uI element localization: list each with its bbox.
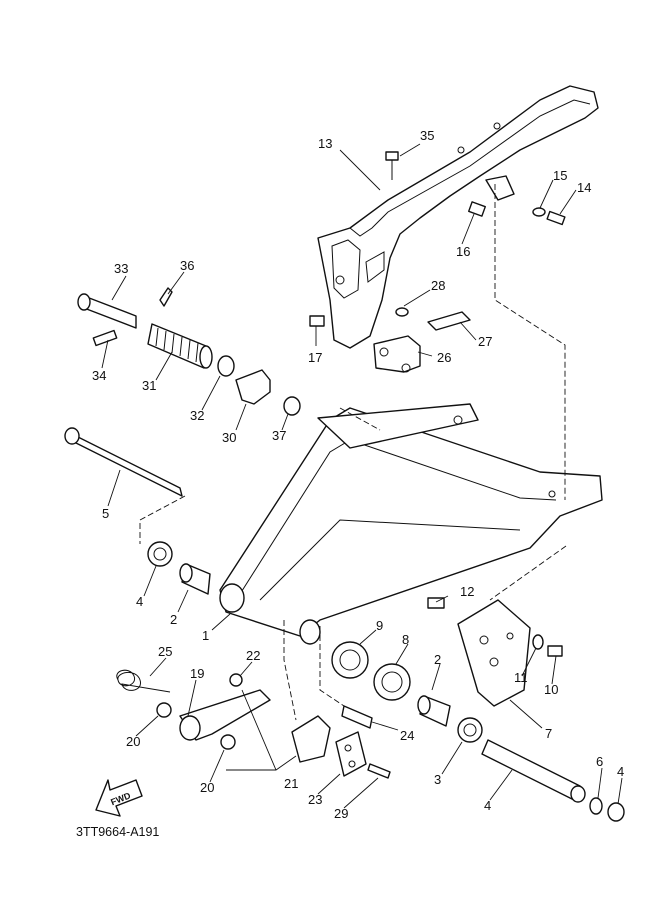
arm-19 xyxy=(179,689,271,741)
chain-case-part xyxy=(317,85,599,349)
callout-2-left: 2 xyxy=(170,612,177,627)
fwd-arrow-icon: FWD xyxy=(95,779,143,817)
callout-12: 11 xyxy=(514,670,528,685)
ref-line-3 xyxy=(489,545,567,601)
spring-26 xyxy=(116,669,171,693)
ref-line-4 xyxy=(319,626,345,707)
callout-24: 29 xyxy=(334,806,348,821)
bolt-30 xyxy=(385,151,399,180)
callout-4-right: 3 xyxy=(434,772,441,787)
callout-37: 37 xyxy=(272,428,286,443)
callout-23: 22 xyxy=(246,648,260,663)
callout-32: 31 xyxy=(142,378,156,393)
callout-30: 35 xyxy=(420,128,434,143)
callout-1: 1 xyxy=(202,628,209,643)
callout-20-lower: 20 xyxy=(200,780,214,795)
bushing-2-right xyxy=(417,695,451,727)
screw-15 xyxy=(546,210,566,226)
washer-20-upper xyxy=(156,702,172,718)
bracket-10 xyxy=(457,599,531,707)
nut-37 xyxy=(283,396,301,416)
callout-27: 26 xyxy=(437,350,451,365)
callout-10: 7 xyxy=(545,726,552,741)
bolt-25 xyxy=(341,705,373,729)
washer-20-lower xyxy=(220,734,236,750)
drawing-code: 3TT9664-A191 xyxy=(76,825,159,839)
washer-12 xyxy=(532,634,544,650)
ref-line-5 xyxy=(283,620,297,721)
footrest-pin-34 xyxy=(77,293,137,329)
callout-5: 5 xyxy=(102,506,109,521)
callout-13: 12 xyxy=(460,584,474,599)
callout-29: 28 xyxy=(431,278,445,293)
callout-11: 10 xyxy=(544,682,558,697)
callout-2-right: 2 xyxy=(434,652,441,667)
bolt-17 xyxy=(468,201,486,217)
block-21 xyxy=(291,715,331,763)
clamp-27 xyxy=(373,335,421,373)
callout-36: 36 xyxy=(180,258,194,273)
bearing-9 xyxy=(331,641,369,679)
bolt-18 xyxy=(309,315,325,327)
callout-34: 33 xyxy=(114,261,128,276)
bolt-11 xyxy=(547,645,563,657)
callout-33: 32 xyxy=(190,408,204,423)
swingarm-1 xyxy=(219,403,603,645)
callout-19: 19 xyxy=(190,666,204,681)
callout-9: 9 xyxy=(376,618,383,633)
callout-18: 17 xyxy=(308,350,322,365)
nut-23 xyxy=(229,673,243,687)
callout-22: 23 xyxy=(308,792,322,807)
callout-35: 34 xyxy=(92,368,106,383)
ref-line-2 xyxy=(139,495,186,544)
leader-lines xyxy=(101,143,623,809)
ref-line-6 xyxy=(339,407,381,431)
callout-26: 25 xyxy=(158,644,172,659)
bushing-2-left xyxy=(179,563,211,595)
callout-4-left: 4 xyxy=(136,594,143,609)
washer-7 xyxy=(589,797,603,815)
footrest-rubber-32 xyxy=(147,323,213,369)
pivot-shaft-5 xyxy=(64,427,183,497)
collar-4-left xyxy=(147,541,173,567)
washer-33 xyxy=(217,355,235,377)
bolt-24 xyxy=(367,763,391,779)
bracket-31 xyxy=(235,369,271,405)
bracket-28 xyxy=(427,311,471,331)
ref-line-1 xyxy=(494,184,566,500)
callout-labels: 13 35 15 14 16 33 36 28 27 17 26 34 31 3… xyxy=(92,128,624,821)
callout-6: 4 xyxy=(617,764,624,779)
nut-6 xyxy=(607,802,625,822)
pivot-collar-3 xyxy=(481,739,586,803)
callout-28: 27 xyxy=(478,334,492,349)
callout-25: 24 xyxy=(400,728,414,743)
washer-16 xyxy=(532,207,546,217)
collar-4-right xyxy=(457,717,483,743)
bolt-13 xyxy=(427,597,445,609)
plate-22 xyxy=(335,731,367,777)
callout-16: 15 xyxy=(553,168,567,183)
oil-seal-8 xyxy=(373,663,411,701)
callout-17: 16 xyxy=(456,244,470,259)
callout-14: 13 xyxy=(318,136,332,151)
callout-21: 21 xyxy=(284,776,298,791)
bolt-35 xyxy=(92,329,118,347)
callout-3: 4 xyxy=(484,798,491,813)
nut-29 xyxy=(395,307,409,317)
callout-8: 8 xyxy=(402,632,409,647)
callout-20-upper: 20 xyxy=(126,734,140,749)
callout-31: 30 xyxy=(222,430,236,445)
callout-7: 6 xyxy=(596,754,603,769)
callout-15: 14 xyxy=(577,180,591,195)
